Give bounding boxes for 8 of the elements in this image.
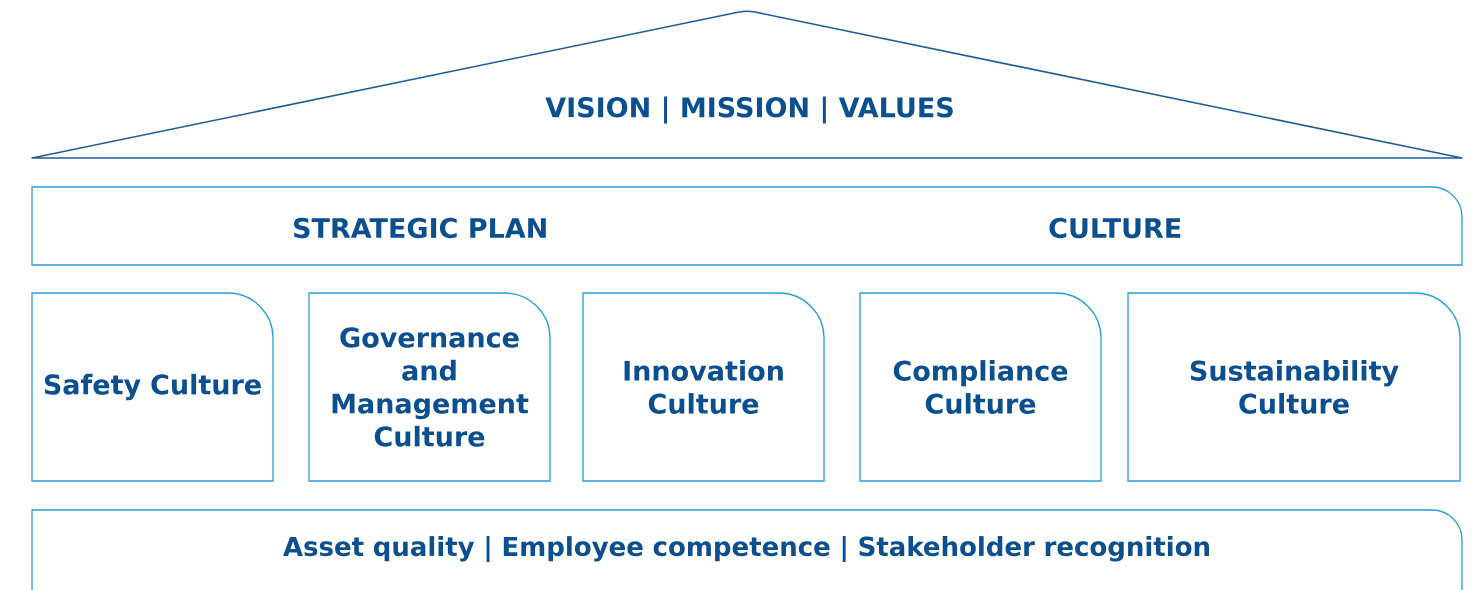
pillar-box: Compliance Culture: [859, 292, 1102, 482]
foundation-box: Asset quality | Employee competence | Stakeholder recognition: [31, 509, 1463, 590]
pillar-box: Innovation Culture: [582, 292, 825, 482]
pillar-box: Sustainability Culture: [1127, 292, 1461, 482]
pillar-box: Safety Culture: [31, 292, 274, 482]
band-box: STRATEGIC PLAN CULTURE: [31, 186, 1463, 266]
roof-triangle: VISION | MISSION | VALUES: [31, 10, 1463, 159]
pillar-box: Governance and Management Culture: [308, 292, 551, 482]
